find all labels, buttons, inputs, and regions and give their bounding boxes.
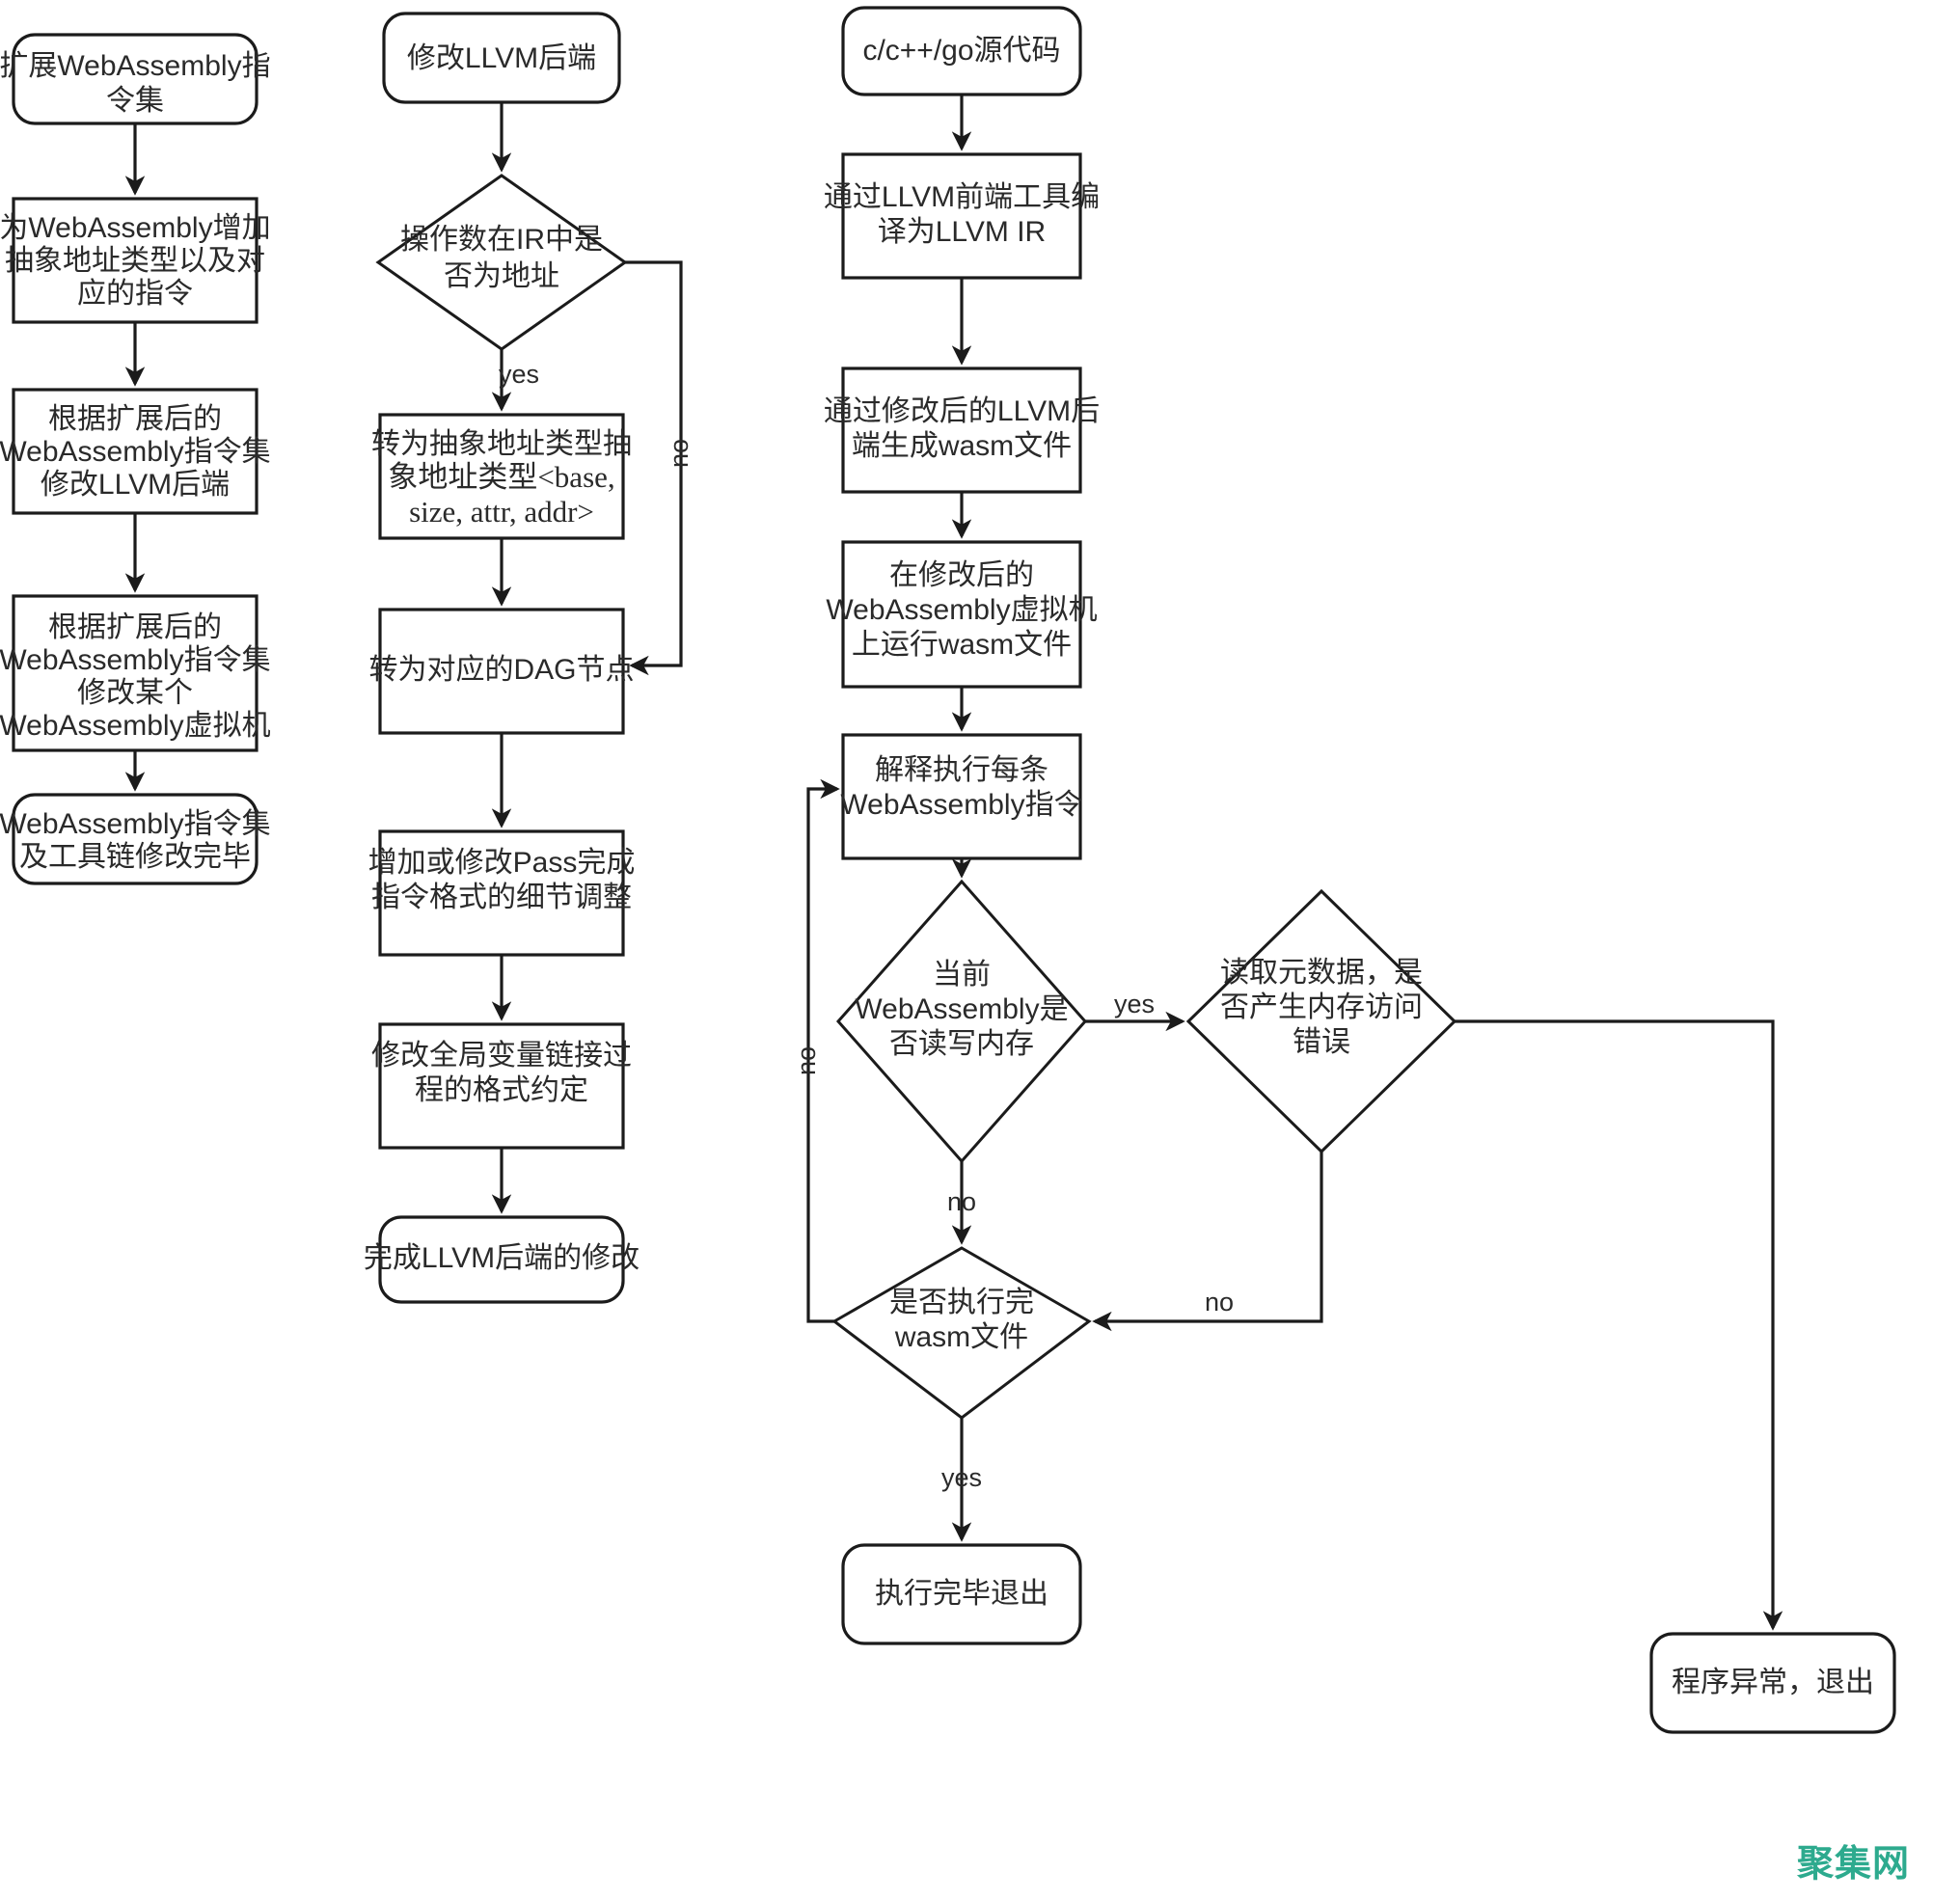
- edge-label-c3-err-no: no: [1205, 1288, 1234, 1316]
- node-c1n4[interactable]: 根据扩展后的 WebAssembly指令集 修改某个 WebAssembly虚拟…: [0, 594, 271, 752]
- node-c3n6[interactable]: 当前 WebAssembly是 否读写内存: [835, 879, 1088, 1164]
- node-c2n6-line-0: 修改全局变量链接过: [371, 1040, 632, 1072]
- node-c2n2[interactable]: 操作数在IR中是 否为地址: [375, 174, 628, 351]
- node-c2n5-line-1: 指令格式的细节调整: [371, 882, 632, 913]
- node-c1n1[interactable]: 扩展WebAssembly指 令集: [0, 33, 271, 125]
- node-c3n2[interactable]: 通过LLVM前端工具编 译为LLVM IR: [824, 152, 1100, 280]
- node-c2n5[interactable]: 增加或修改Pass完成 指令格式的细节调整: [368, 829, 636, 957]
- node-c3n8-line-1: wasm文件: [894, 1321, 1028, 1353]
- node-c2n4[interactable]: 转为对应的DAG节点: [368, 608, 635, 735]
- node-c1n3-line-0: 根据扩展后的: [48, 403, 222, 435]
- node-c1n3[interactable]: 根据扩展后的 WebAssembly指令集 修改LLVM后端: [0, 388, 271, 515]
- node-c3n8-line-0: 是否执行完: [889, 1287, 1034, 1318]
- node-c3n7-line-1: 否产生内存访问: [1220, 991, 1423, 1023]
- node-c3n2-line-0: 通过LLVM前端工具编: [824, 181, 1100, 213]
- edge-label-c3-loop-no: no: [792, 1046, 821, 1075]
- node-c1n3-line-1: WebAssembly指令集: [0, 436, 271, 468]
- node-c2n3-line-0: 转为抽象地址类型抽: [371, 428, 632, 460]
- node-c2n4-line-0: 转为对应的DAG节点: [368, 654, 634, 686]
- node-c1n3-line-2: 修改LLVM后端: [41, 469, 230, 501]
- edge-label-c3-mem-yes: yes: [1114, 990, 1155, 1018]
- node-c1n1-line-0: 扩展WebAssembly指: [0, 50, 271, 82]
- node-c1n1-line-1: 令集: [106, 85, 164, 117]
- edge-c3n7-no: [1092, 1152, 1323, 1332]
- node-c1n2-line-2: 应的指令: [77, 278, 193, 310]
- node-c3n10-line-0: 程序异常，退出: [1672, 1667, 1874, 1698]
- node-c1n5[interactable]: WebAssembly指令集 及工具链修改完毕: [0, 793, 271, 885]
- node-c3n6-line-1: WebAssembly是: [855, 993, 1068, 1025]
- node-c1n2[interactable]: 为WebAssembly增加 抽象地址类型以及对 应的指令: [0, 197, 271, 324]
- edge-label-c3-mem-no: no: [947, 1187, 976, 1216]
- node-c2n7-line-0: 完成LLVM后端的修改: [364, 1242, 640, 1274]
- node-c2n2-line-0: 操作数在IR中是: [400, 224, 603, 256]
- node-c3n1-line-0: c/c++/go源代码: [862, 35, 1060, 67]
- node-c2n3-line-2: size, attr, addr>: [409, 495, 594, 529]
- node-c3n9-line-0: 执行完毕退出: [875, 1578, 1048, 1610]
- edge-c3n7-to-abort: [1455, 1019, 1783, 1631]
- edge-c3n8-no-loop: [806, 778, 840, 1323]
- node-c1n4-line-2: 修改某个: [77, 677, 193, 709]
- site-watermark: 聚集网: [1796, 1842, 1910, 1885]
- node-c3n6-line-0: 当前: [933, 959, 991, 991]
- node-c3n3[interactable]: 通过修改后的LLVM后 端生成wasm文件: [824, 366, 1100, 494]
- node-c1n2-line-1: 抽象地址类型以及对: [5, 245, 265, 277]
- edge-label-c3-done-yes: yes: [941, 1463, 982, 1492]
- node-c3n7[interactable]: 读取元数据，是 否产生内存访问 错误: [1185, 888, 1457, 1154]
- node-c3n4[interactable]: 在修改后的 WebAssembly虚拟机 上运行wasm文件: [826, 540, 1098, 689]
- node-c2n5-line-0: 增加或修改Pass完成: [368, 847, 636, 879]
- node-c1n4-line-1: WebAssembly指令集: [0, 644, 271, 676]
- node-c1n5-line-1: 及工具链修改完毕: [19, 841, 251, 873]
- node-c2n1[interactable]: 修改LLVM后端: [382, 12, 621, 104]
- node-c3n8[interactable]: 是否执行完 wasm文件: [831, 1246, 1092, 1420]
- node-c2n7[interactable]: 完成LLVM后端的修改: [364, 1215, 640, 1304]
- node-c2n3[interactable]: 转为抽象地址类型抽 象地址类型<base, size, attr, addr>: [371, 413, 632, 540]
- node-c2n6-line-1: 程的格式约定: [415, 1074, 588, 1106]
- node-c3n5-line-1: WebAssembly指令: [840, 789, 1082, 821]
- node-c3n1[interactable]: c/c++/go源代码: [841, 6, 1082, 96]
- node-c3n6-line-2: 否读写内存: [889, 1028, 1034, 1060]
- node-c1n5-line-0: WebAssembly指令集: [0, 808, 271, 840]
- edge-label-c2-no: no: [665, 439, 694, 468]
- node-c2n1-line-0: 修改LLVM后端: [407, 42, 596, 74]
- node-c2n3-line-1: 象地址类型<base,: [388, 460, 614, 494]
- node-c2n2-line-1: 否为地址: [444, 260, 559, 292]
- node-c3n3-line-1: 端生成wasm文件: [852, 430, 1072, 462]
- node-c2n6[interactable]: 修改全局变量链接过 程的格式约定: [371, 1022, 632, 1150]
- node-c3n4-line-0: 在修改后的: [889, 559, 1034, 591]
- edge-c2n2-no: [625, 260, 683, 676]
- node-c3n10[interactable]: 程序异常，退出: [1649, 1632, 1896, 1734]
- node-c3n5[interactable]: 解释执行每条 WebAssembly指令: [840, 733, 1083, 860]
- node-c3n9[interactable]: 执行完毕退出: [841, 1543, 1082, 1645]
- edge-label-c2-yes: yes: [499, 360, 539, 389]
- node-c1n4-line-0: 根据扩展后的: [48, 611, 222, 643]
- node-c1n4-line-3: WebAssembly虚拟机: [0, 710, 271, 742]
- node-c3n7-line-2: 错误: [1293, 1026, 1350, 1058]
- node-c3n7-line-0: 读取元数据，是: [1220, 957, 1423, 989]
- node-c3n4-line-1: WebAssembly虚拟机: [826, 594, 1097, 626]
- node-c3n2-line-1: 译为LLVM IR: [878, 216, 1046, 248]
- node-c1n2-line-0: 为WebAssembly增加: [0, 212, 271, 244]
- node-c3n4-line-2: 上运行wasm文件: [852, 629, 1072, 661]
- node-c3n5-line-0: 解释执行每条: [875, 754, 1048, 786]
- node-c3n3-line-0: 通过修改后的LLVM后: [824, 395, 1100, 427]
